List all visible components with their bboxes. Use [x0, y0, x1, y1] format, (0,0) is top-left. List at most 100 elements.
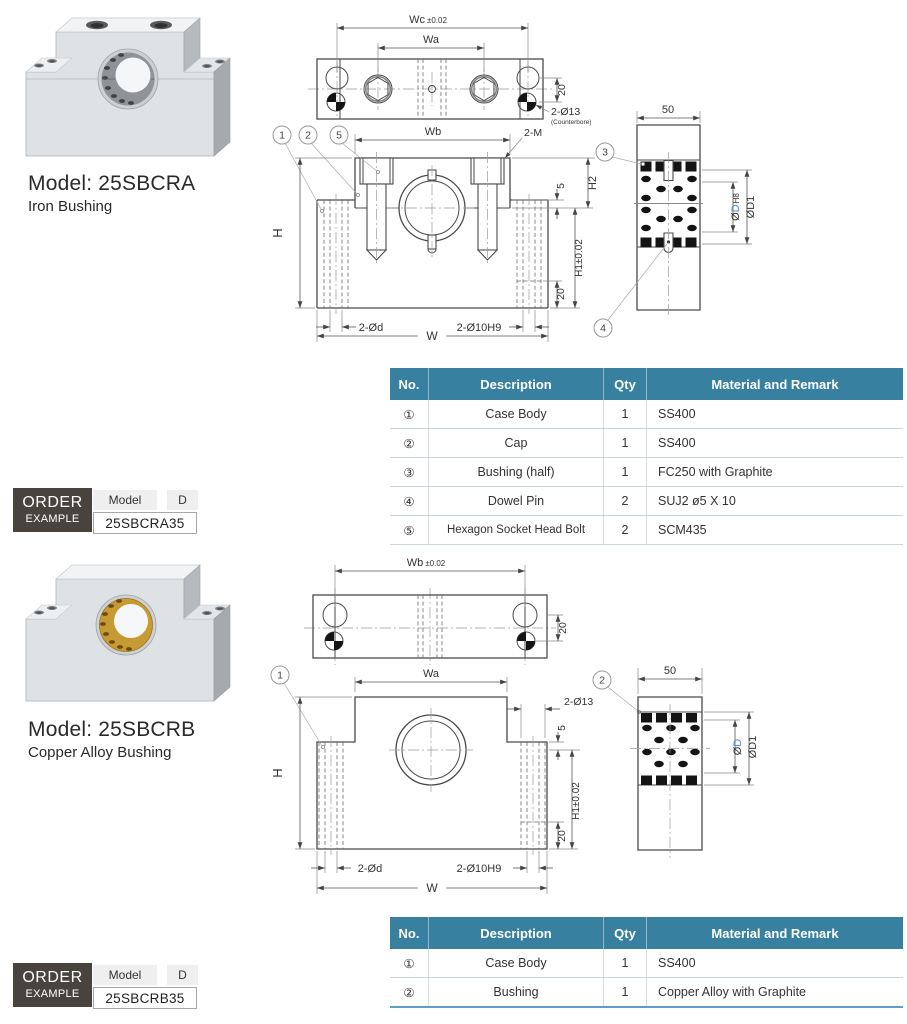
- side-view-a: 50 ØDH8 ØD1 3 4: [593, 104, 757, 338]
- col-qty: Qty: [603, 917, 647, 949]
- svg-text:1: 1: [279, 130, 285, 142]
- order-label: ORDER: [22, 494, 83, 512]
- table-row: ④ Dowel Pin 2 SUJ2 ø5 X 10: [390, 486, 903, 516]
- cell-qty: 2: [603, 486, 647, 516]
- cell-material: SS400: [646, 428, 903, 458]
- cell-qty: 1: [603, 977, 647, 1008]
- table-header-row: No. Description Qty Material and Remark: [390, 917, 903, 949]
- bushing-flange-segments: [640, 161, 697, 248]
- dim-dia-d1: ØD1: [747, 736, 759, 759]
- cell-no: ⑤: [390, 515, 429, 545]
- technical-drawing-b: Wb±0.02 20 Wa 1 2 2-Ø13 5 H1±0.02: [270, 558, 759, 895]
- model-b-title: Model: 25SBCRB: [28, 718, 196, 741]
- hex-bolt-top: [469, 74, 499, 104]
- svg-text:3: 3: [602, 147, 608, 159]
- dim-2-o10h9: 2-Ø10H9: [457, 322, 502, 334]
- cell-qty: 2: [603, 515, 647, 545]
- technical-drawing-a: Wc±0.02 Wa 20 2-Ø13 (Counterbore): [270, 14, 757, 343]
- table-row: ② Bushing 1 Copper Alloy with Graphite: [390, 977, 903, 1008]
- dim-50: 50: [662, 104, 674, 116]
- dim-2-od: 2-Ød: [359, 322, 383, 334]
- order-label: ORDER: [22, 969, 83, 987]
- dim-dia-d: ØD: [732, 739, 744, 756]
- label-counterbore: (Counterbore): [551, 119, 591, 126]
- dim-h: H: [270, 228, 285, 237]
- dim-20: 20: [556, 830, 568, 842]
- cell-qty: 1: [603, 949, 647, 978]
- cell-no: ②: [390, 977, 429, 1008]
- balloon-3: 3: [595, 142, 646, 167]
- side-view-b: 50 ØD ØD1: [630, 665, 759, 858]
- cell-no: ④: [390, 486, 429, 516]
- cell-material: FC250 with Graphite: [646, 457, 903, 487]
- col-no: No.: [390, 917, 429, 949]
- parts-table-a: No. Description Qty Material and Remark …: [390, 368, 903, 545]
- cell-material: SUJ2 ø5 X 10: [646, 486, 903, 516]
- table-row: ① Case Body 1 SS400: [390, 949, 903, 978]
- dim-5: 5: [555, 183, 567, 189]
- balloon-1: 1: [270, 665, 326, 750]
- cell-description: Bushing: [428, 977, 604, 1008]
- dim-wb: Wb±0.02: [407, 558, 446, 569]
- table-header-row: No. Description Qty Material and Remark: [390, 368, 903, 400]
- front-view-b: Wa 1 2 2-Ø13 5 H1±0.02 20 H 2-Ød: [270, 665, 642, 895]
- model-b-subtitle: Copper Alloy Bushing: [28, 744, 172, 761]
- cell-no: ③: [390, 457, 429, 487]
- top-view-b: Wb±0.02 20: [304, 558, 569, 665]
- col-qty: Qty: [603, 368, 647, 400]
- cell-description: Case Body: [428, 949, 604, 978]
- label-2-o13: 2-Ø13: [564, 696, 593, 708]
- label-2-o13: 2-Ø13: [551, 106, 580, 118]
- cell-no: ①: [390, 949, 429, 978]
- dim-dia-d1: ØD1: [745, 196, 757, 219]
- front-view-a: Wb 2-M 1 2 5 5 H2 H1±0.02 20 H: [270, 125, 599, 343]
- graphite-plugs: [641, 175, 697, 232]
- dim-20: 20: [555, 288, 567, 300]
- cell-material: SS400: [646, 949, 903, 978]
- col-material: Material and Remark: [646, 368, 903, 400]
- col-description: Description: [428, 917, 604, 949]
- dim-h1: H1±0.02: [574, 239, 585, 277]
- svg-text:5: 5: [336, 130, 342, 142]
- graphite-plugs: [642, 724, 700, 768]
- model-a-title: Model: 25SBCRA: [28, 172, 196, 195]
- dim-dia-d-h8: ØDH8: [730, 193, 742, 221]
- dim-50: 50: [664, 665, 676, 677]
- order-d-label-a: D: [167, 490, 198, 510]
- order-example-box-a: ORDER EXAMPLE: [13, 488, 92, 532]
- dim-h1: H1±0.02: [571, 782, 582, 820]
- dim-2-od: 2-Ød: [358, 863, 382, 875]
- parts-table-b: No. Description Qty Material and Remark …: [390, 917, 903, 1008]
- cell-qty: 1: [603, 428, 647, 458]
- top-view-a: Wc±0.02 Wa 20 2-Ø13 (Counterbore): [308, 14, 591, 126]
- col-description: Description: [428, 368, 604, 400]
- svg-text:1: 1: [277, 670, 283, 682]
- bushing-flange-segments: [641, 713, 697, 785]
- cell-qty: 1: [603, 457, 647, 487]
- cell-description: Dowel Pin: [428, 486, 604, 516]
- balloon-2: 2: [592, 670, 642, 715]
- cell-no: ①: [390, 400, 429, 429]
- model-a-subtitle: Iron Bushing: [28, 198, 113, 215]
- counterbore-symbol: [326, 92, 346, 112]
- hex-bolt-top: [363, 74, 393, 104]
- cell-description: Hexagon Socket Head Bolt: [428, 515, 604, 545]
- counterbore-symbol: [517, 92, 537, 112]
- col-no: No.: [390, 368, 429, 400]
- dim-wb: Wb: [425, 126, 442, 138]
- order-example-value-b: 25SBCRB35: [93, 987, 197, 1009]
- cell-description: Case Body: [428, 400, 604, 429]
- label-2-m: 2-M: [524, 127, 542, 139]
- example-label: EXAMPLE: [25, 512, 80, 525]
- counterbore-symbol: [324, 631, 344, 651]
- dim-2-o10h9: 2-Ø10H9: [457, 863, 502, 875]
- cell-qty: 1: [603, 400, 647, 429]
- col-material: Material and Remark: [646, 917, 903, 949]
- dim-wa: Wa: [423, 34, 440, 46]
- order-d-label-b: D: [167, 965, 198, 985]
- cell-description: Bushing (half): [428, 457, 604, 487]
- cell-no: ②: [390, 428, 429, 458]
- dim-20: 20: [557, 622, 569, 634]
- dim-h: H: [270, 768, 285, 777]
- dim-5: 5: [556, 725, 568, 731]
